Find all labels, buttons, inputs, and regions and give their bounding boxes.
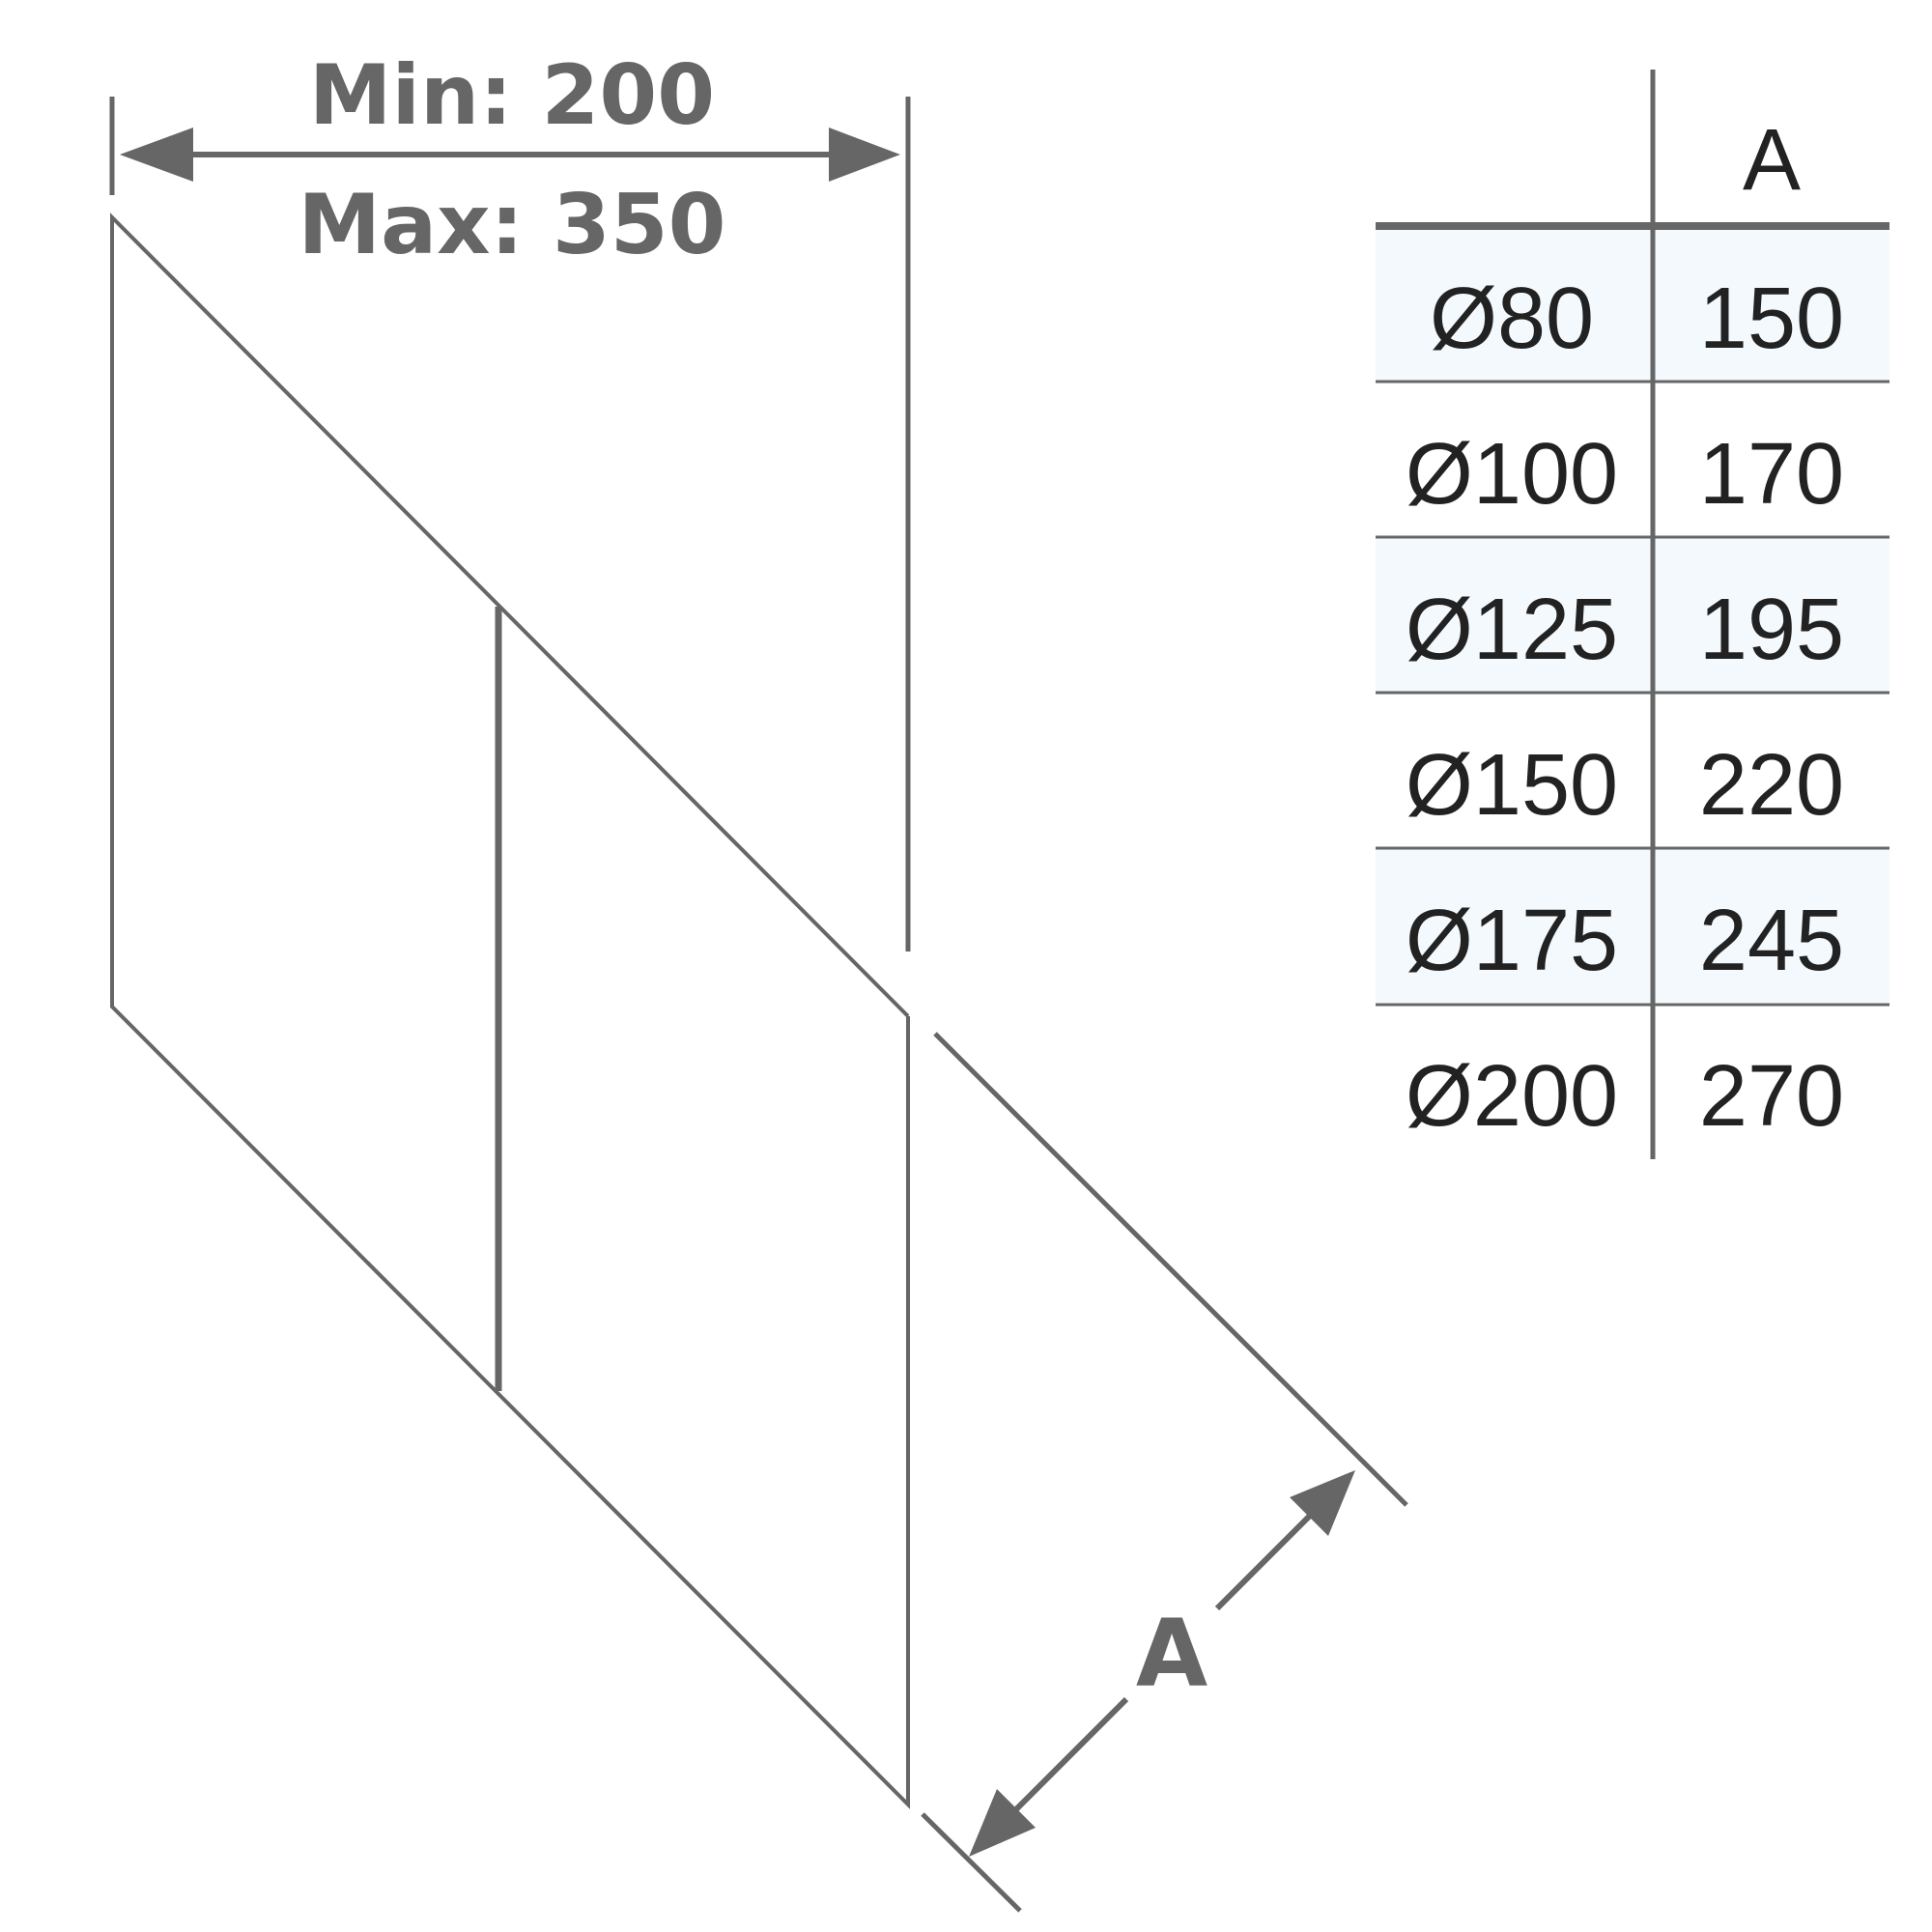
row-band-1 [1376, 228, 1889, 381]
width-arrowhead-left [120, 128, 193, 182]
pipe-outline [110, 213, 910, 1809]
row-band-3 [1376, 537, 1889, 692]
table-cell-a: 150 [1699, 270, 1844, 367]
table-cell-diameter: Ø100 [1406, 426, 1618, 523]
row-band-5 [1376, 848, 1889, 1005]
width-dimension: Min: 200 Max: 350 [109, 47, 911, 952]
max-label: Max: 350 [298, 177, 726, 273]
table-cell-a: 195 [1699, 582, 1844, 678]
min-label: Min: 200 [309, 47, 715, 144]
table-cell-a: 220 [1699, 737, 1844, 834]
table-header-a: A [1743, 112, 1801, 209]
table-cell-a: 245 [1699, 893, 1844, 989]
a-arrowhead-lower [969, 1789, 1036, 1857]
table-cell-diameter: Ø150 [1406, 737, 1618, 834]
a-dimension-line-upper [1214, 1513, 1313, 1611]
table-cell-diameter: Ø125 [1406, 582, 1618, 678]
pipe-extension-upper [933, 1032, 1408, 1507]
a-dimension-label: A [1136, 1600, 1208, 1708]
a-arrowhead-upper [1290, 1470, 1355, 1536]
table-cell-a: 170 [1699, 426, 1844, 523]
table-cell-a: 270 [1699, 1048, 1844, 1145]
size-table: A Ø80 150 Ø100 170 Ø125 195 Ø150 220 Ø17… [1376, 70, 1889, 1159]
a-dimension-line-lower [1013, 1696, 1129, 1812]
pipe-body [110, 213, 1408, 1913]
table-cell-diameter: Ø200 [1406, 1048, 1618, 1145]
table-cell-diameter: Ø175 [1406, 893, 1618, 989]
pipe-extension-lower [921, 1812, 1022, 1913]
table-cell-diameter: Ø80 [1430, 270, 1594, 367]
a-dimension: A [969, 1470, 1355, 1857]
width-arrowhead-right [829, 128, 900, 182]
